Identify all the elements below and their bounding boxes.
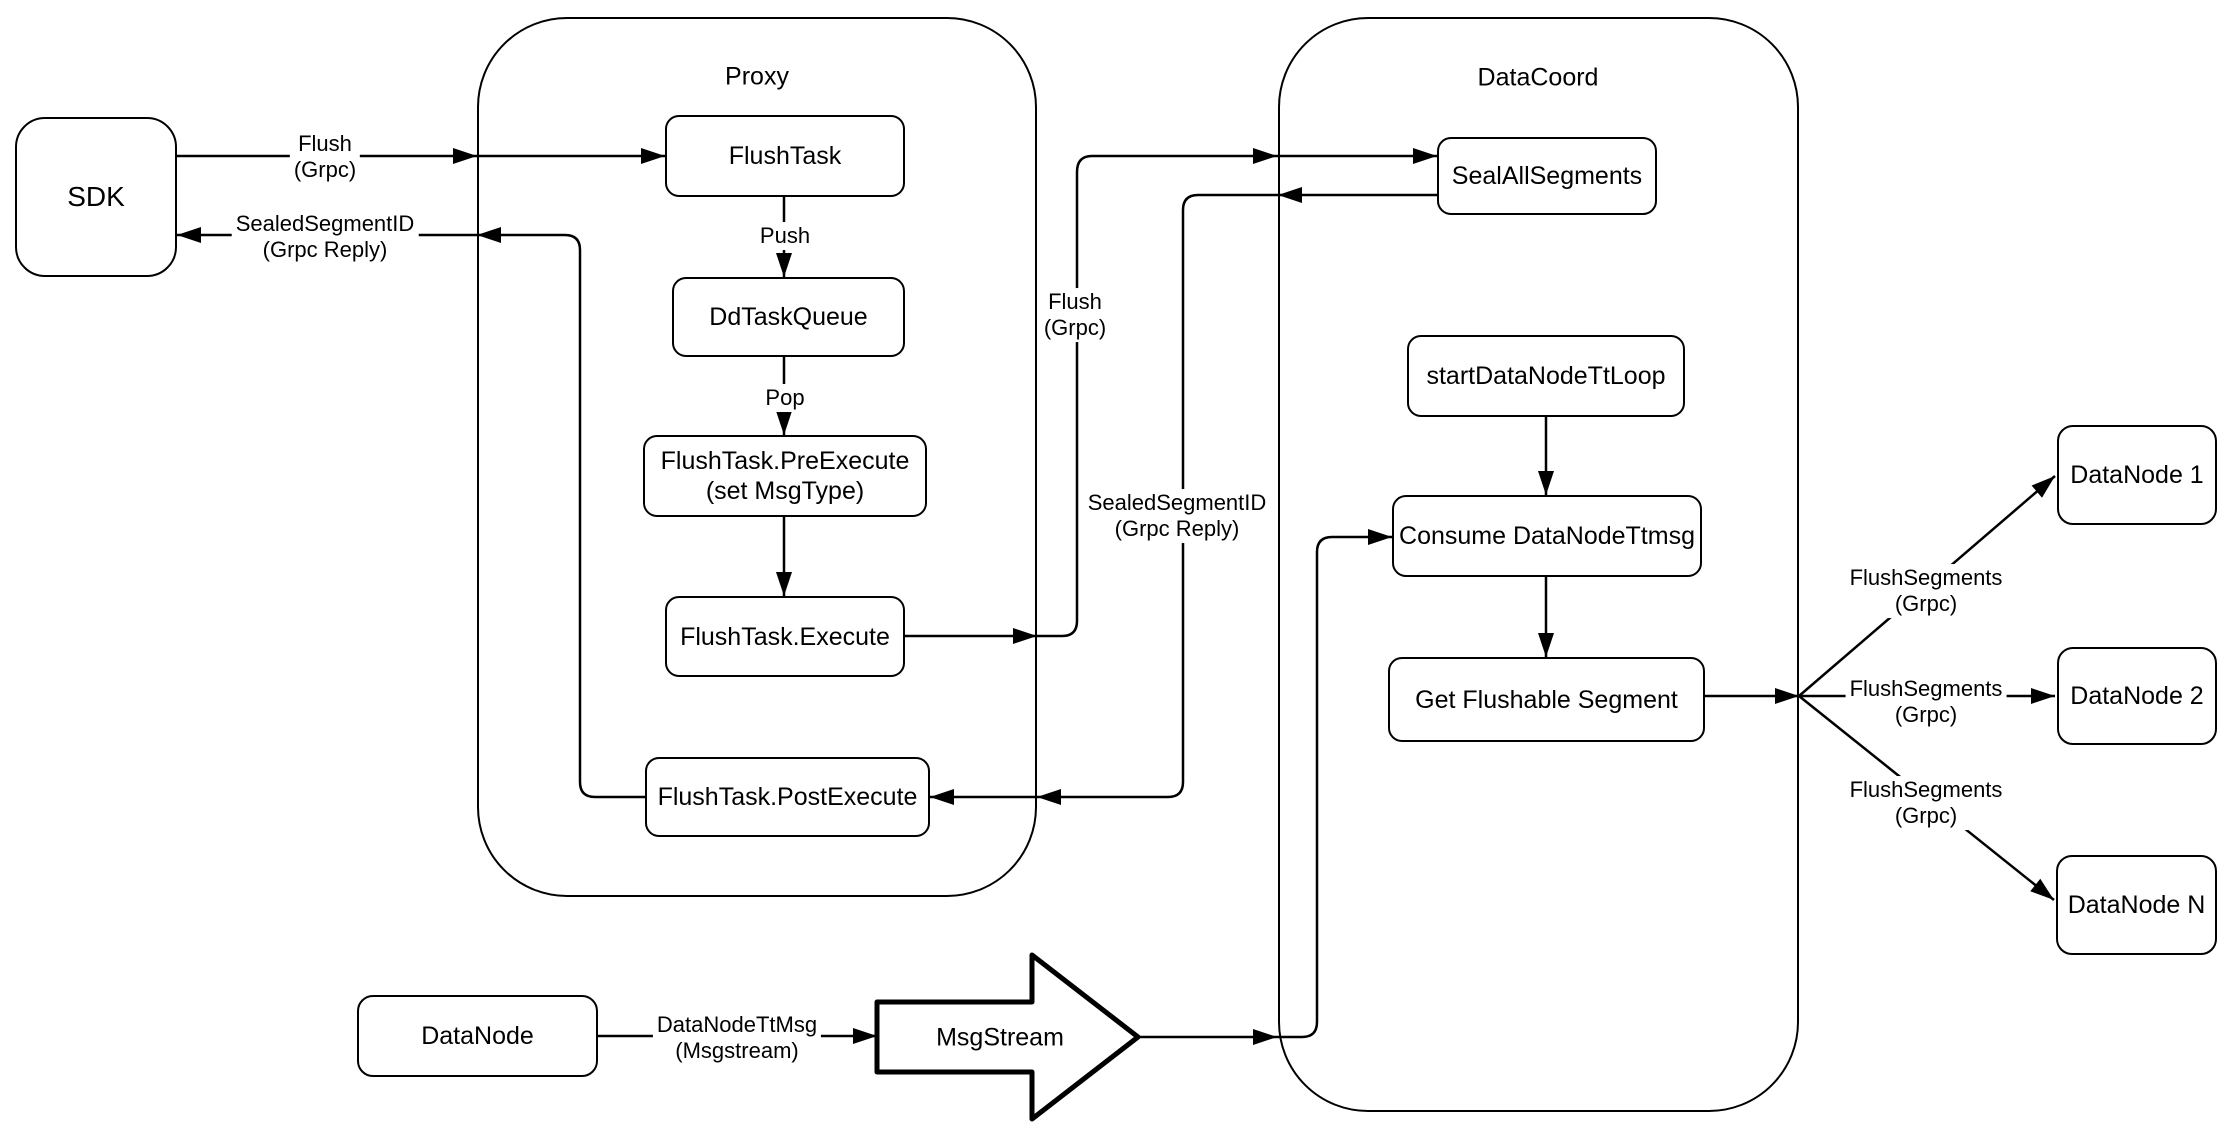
node-flushtask: FlushTask — [665, 115, 905, 197]
edge-label-line: (Grpc) — [293, 157, 357, 182]
datacoord-container — [1278, 17, 1799, 1112]
arrowhead — [1775, 688, 1799, 704]
msgstream-block-arrow — [874, 952, 1141, 1122]
arrowhead — [177, 227, 201, 243]
edge-label-line: Push — [759, 223, 811, 249]
node-flushtask-execute: FlushTask.Execute — [665, 596, 905, 677]
node-datanode-n: DataNode N — [2056, 855, 2217, 955]
arrowhead — [853, 1028, 877, 1044]
arrowhead — [453, 148, 477, 164]
proxy-container-title: Proxy — [725, 62, 789, 91]
arrowhead — [641, 148, 665, 164]
arrowhead — [776, 572, 792, 596]
node-sdk: SDK — [15, 117, 177, 277]
arrowhead — [776, 411, 792, 435]
arrowhead — [1413, 148, 1437, 164]
arrowhead — [1538, 471, 1554, 495]
node-label: DataNode 2 — [2070, 682, 2204, 710]
edge-label-line: (Grpc Reply) — [1114, 516, 1240, 541]
arrowhead — [1037, 789, 1061, 805]
edge-label-line: Flush — [1048, 289, 1102, 315]
arrowhead — [1278, 187, 1302, 203]
node-label: Consume DataNodeTtmsg — [1399, 522, 1695, 550]
edge-label-line: SealedSegmentID — [235, 211, 415, 237]
arrowhead — [1253, 1029, 1277, 1045]
edge-execute-to-sealallsegments — [905, 154, 1437, 638]
edge-label-flushsegments-1: FlushSegments (Grpc) — [1845, 564, 2007, 618]
arrowhead — [477, 227, 501, 243]
edge-label-flush-grpc-datacoord: Flush (Grpc) — [1039, 288, 1111, 342]
node-datanode-2: DataNode 2 — [2057, 647, 2217, 745]
edge-label-line: (Grpc) — [1894, 591, 1958, 616]
arrowhead — [1253, 148, 1277, 164]
node-label: DataNode 1 — [2070, 461, 2204, 489]
edge-msgstream-to-consume — [1138, 535, 1392, 1039]
node-get-flushable-segment: Get Flushable Segment — [1388, 657, 1705, 742]
edge-label-flush-grpc-sdk: Flush (Grpc) — [289, 130, 361, 184]
edge-label-line: SealedSegmentID — [1087, 490, 1267, 516]
node-sealallsegments: SealAllSegments — [1437, 137, 1657, 215]
node-label: startDataNodeTtLoop — [1426, 362, 1666, 390]
edge-label-line: FlushSegments — [1849, 565, 2003, 591]
edge-label-line: FlushSegments — [1849, 676, 2003, 702]
edge-label-sealedsegmentid-sdk: SealedSegmentID (Grpc Reply) — [231, 210, 419, 264]
node-label: FlushTask.Execute — [680, 622, 890, 651]
arrowhead — [776, 253, 792, 277]
edge-label-line: (Grpc) — [1043, 315, 1107, 340]
node-label: DataNode — [421, 1022, 534, 1050]
node-ddtaskqueue: DdTaskQueue — [672, 277, 905, 357]
node-label: FlushTask.PreExecute — [660, 447, 910, 475]
arrowhead — [2031, 688, 2055, 704]
arrowhead — [2031, 476, 2055, 498]
arrowhead — [1013, 628, 1037, 644]
edge-label-line: (Msgstream) — [675, 1038, 799, 1063]
node-label: SealAllSegments — [1451, 162, 1643, 190]
node-datanode: DataNode — [357, 995, 598, 1077]
edge-label-line: (Grpc Reply) — [262, 237, 388, 262]
arrowhead — [930, 789, 954, 805]
proxy-container — [477, 17, 1037, 897]
node-startdatanodettloop: startDataNodeTtLoop — [1407, 335, 1685, 417]
edge-label-line: DataNodeTtMsg — [656, 1012, 818, 1038]
node-label: FlushTask — [728, 142, 842, 170]
arrowhead — [1368, 529, 1392, 545]
node-label: DataNode N — [2067, 891, 2206, 919]
edge-label-line: (Grpc) — [1894, 803, 1958, 828]
msgstream-label: MsgStream — [936, 1023, 1064, 1052]
edge-label-line: Flush — [298, 131, 352, 157]
node-flushtask-postexecute: FlushTask.PostExecute — [645, 757, 930, 837]
edge-label-line: (Grpc) — [1894, 702, 1958, 727]
edge-label-push: Push — [755, 222, 815, 250]
edge-label-datanodettmsg: DataNodeTtMsg (Msgstream) — [652, 1011, 822, 1065]
node-label: DdTaskQueue — [709, 303, 868, 331]
node-label: Get Flushable Segment — [1415, 685, 1678, 714]
node-sublabel: (set MsgType) — [705, 477, 865, 505]
node-flushtask-preexecute: FlushTask.PreExecute (set MsgType) — [643, 435, 927, 517]
node-datanode-1: DataNode 1 — [2057, 425, 2217, 525]
edge-label-line: Pop — [765, 385, 805, 411]
node-label: SDK — [67, 181, 125, 213]
arrowhead — [2030, 878, 2054, 900]
arrowheads — [177, 148, 2055, 1045]
edge-label-flushsegments-2: FlushSegments (Grpc) — [1845, 675, 2007, 729]
edge-label-pop: Pop — [761, 384, 809, 412]
edge-label-flushsegments-3: FlushSegments (Grpc) — [1845, 776, 2007, 830]
arrowhead — [1538, 633, 1554, 657]
edge-label-sealedsegmentid-datacoord: SealedSegmentID (Grpc Reply) — [1083, 489, 1271, 543]
edge-label-line: FlushSegments — [1849, 777, 2003, 803]
edge-postexecute-to-sdk — [177, 233, 645, 799]
node-label: FlushTask.PostExecute — [657, 783, 918, 811]
datacoord-container-title: DataCoord — [1477, 63, 1599, 92]
node-consume-datanodettmsg: Consume DataNodeTtmsg — [1392, 495, 1702, 577]
